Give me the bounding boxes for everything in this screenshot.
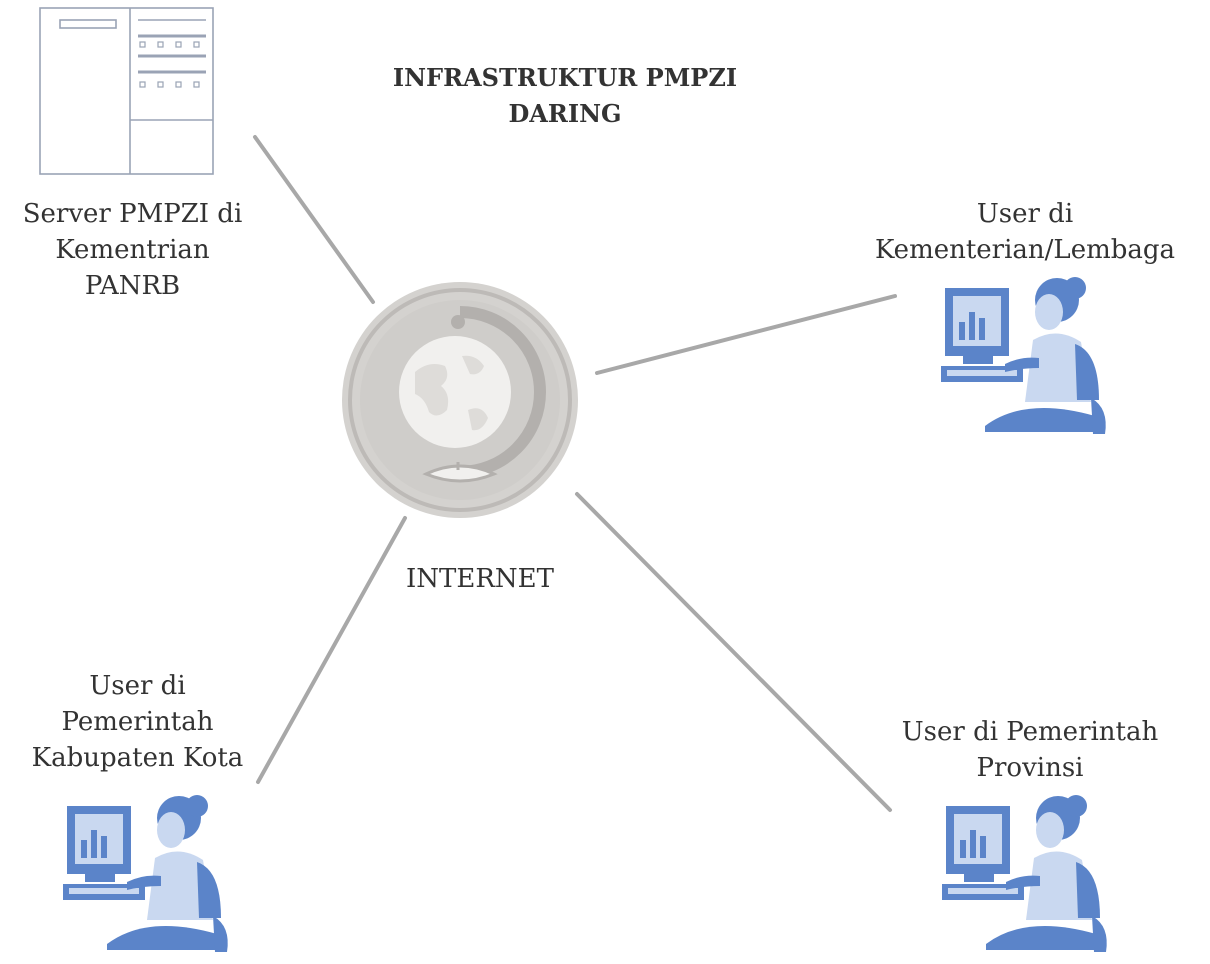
title-line-1: INFRASTRUKTUR PMPZI [392, 63, 738, 92]
internet-label: INTERNET [380, 561, 580, 597]
user-kab-label-line-3: Kabupaten Kota [31, 743, 244, 773]
user-kl-label-line-1: User di [976, 199, 1074, 229]
computer-user-icon [941, 277, 1106, 434]
server-label-line-2: Kementrian [55, 235, 210, 265]
user-kl-label: User di Kementerian/Lembaga [847, 196, 1203, 268]
internet-label-line-1: INTERNET [406, 564, 554, 594]
connector-user-kl [595, 294, 897, 375]
computer-user-icon [942, 795, 1107, 952]
user-kab-label-line-2: Pemerintah [61, 707, 214, 737]
diagram-title: INFRASTRUKTUR PMPZI DARING [330, 60, 800, 132]
user-kab-label: User di Pemerintah Kabupaten Kota [0, 668, 275, 776]
server-label: Server PMPZI di Kementrian PANRB [0, 196, 265, 304]
user-prov-label-line-1: User di Pemerintah [901, 717, 1159, 747]
connectors [253, 135, 897, 812]
computer-user-icon [63, 795, 228, 952]
user-kl-label-line-2: Kementerian/Lembaga [874, 235, 1176, 265]
title-line-2: DARING [508, 99, 622, 128]
connector-user-prov [575, 492, 892, 812]
server-label-line-1: Server PMPZI di [22, 199, 243, 229]
user-kab-label-line-1: User di [89, 671, 186, 701]
globe-icon [342, 282, 578, 518]
server-label-line-3: PANRB [84, 271, 181, 301]
user-prov-label: User di Pemerintah Provinsi [870, 714, 1190, 786]
connector-server [253, 135, 375, 304]
connector-user-kab [256, 516, 407, 784]
user-prov-label-line-2: Provinsi [976, 753, 1084, 783]
server-icon [39, 7, 214, 175]
